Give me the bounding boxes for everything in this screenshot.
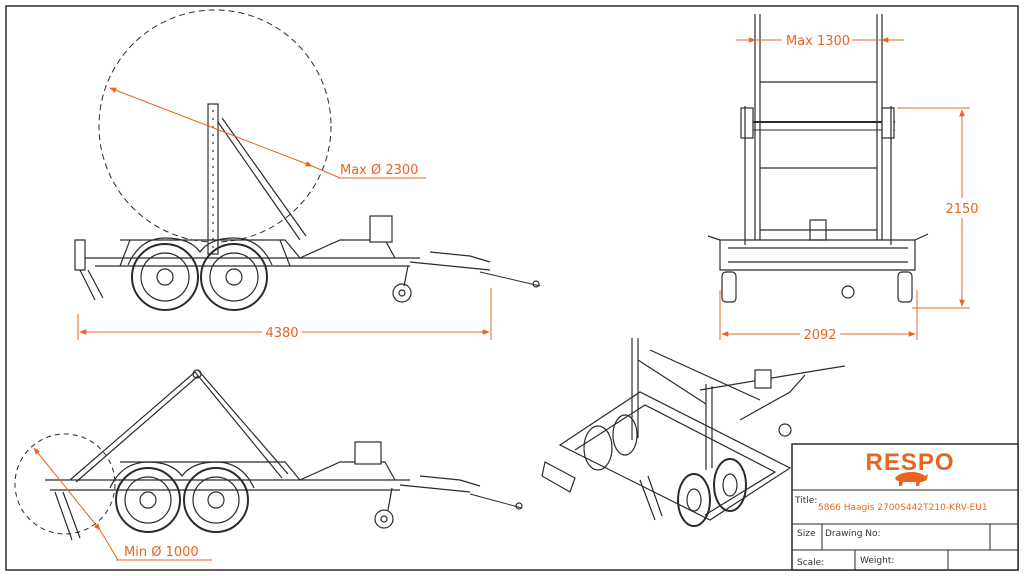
drawing-border: [5, 5, 1019, 571]
side-view-top: [74, 9, 541, 311]
dim-height-label: 2150: [945, 202, 978, 217]
dim-height: 2150: [897, 107, 980, 309]
dim-track-width: 2092: [719, 290, 918, 343]
dim-max-diameter: Max Ø 2300: [109, 87, 426, 179]
weight-label: Weight:: [860, 556, 894, 566]
dim-max-width: Max 1300: [736, 30, 904, 49]
respo-logo: RESPO: [865, 449, 954, 476]
dim-max-width-label: Max 1300: [786, 34, 850, 49]
front-view: [707, 14, 929, 303]
dim-length-label: 4380: [265, 326, 298, 341]
side-view-bottom: [14, 369, 523, 541]
dim-min-diameter-label: Min Ø 1000: [124, 545, 199, 560]
isometric-view: [541, 338, 846, 527]
size-label: Size: [797, 529, 816, 539]
title-label: Title:: [794, 496, 817, 506]
drawing-no-label: Drawing No:: [825, 529, 881, 539]
scale-label: Scale:: [797, 558, 824, 568]
dim-max-diameter-label: Max Ø 2300: [340, 163, 418, 178]
min-drum-outline: [14, 433, 116, 535]
dim-side-length: 4380: [77, 288, 492, 341]
dim-track-width-label: 2092: [803, 328, 836, 343]
title-value: 5866 Haagis 2700S442T210-KRV-EU1: [818, 503, 988, 513]
side-wheel-2: [200, 243, 268, 311]
side-wheel-1: [131, 243, 199, 311]
rhino-logo-icon: [895, 472, 928, 486]
title-block: RESPO Title: 5866 Haagis 2700S442T210-KR…: [791, 443, 1019, 571]
dim-min-diameter: Min Ø 1000: [33, 447, 212, 561]
